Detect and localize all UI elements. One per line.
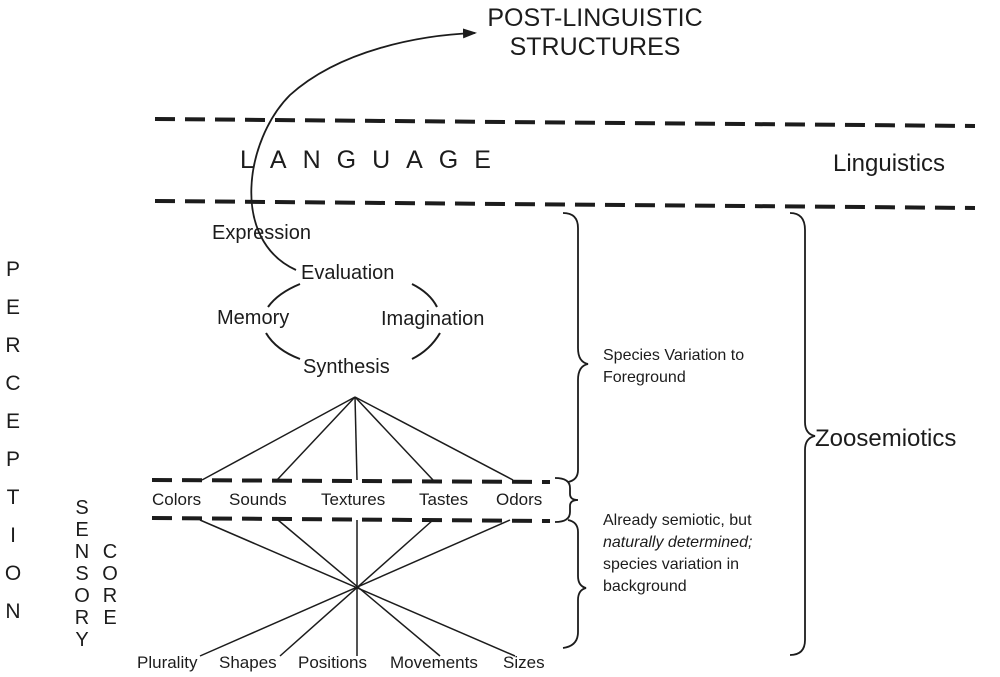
memory-label: Memory <box>217 307 290 329</box>
vertical-letter: C <box>5 372 21 395</box>
arc-memory-synthesis <box>265 332 301 360</box>
evaluation-label: Evaluation <box>301 262 395 284</box>
sense-sounds: Sounds <box>229 490 287 509</box>
language-label: LANGUAGE <box>240 146 507 174</box>
vertical-letter: E <box>75 519 89 541</box>
vertical-letter: O <box>102 563 118 585</box>
arc-imagination-synthesis <box>411 332 441 360</box>
fan-synthesis-tastes <box>354 396 434 481</box>
arc-evaluation-imagination <box>411 283 438 308</box>
vertical-letter: E <box>5 296 20 319</box>
vertical-letter: S <box>75 497 89 519</box>
cross-sounds-movements <box>277 519 441 657</box>
vertical-letter: P <box>5 448 20 471</box>
property-shapes: Shapes <box>219 653 277 672</box>
fan-synthesis-textures <box>354 396 358 481</box>
brace-senses <box>554 477 579 523</box>
synthesis-label: Synthesis <box>303 356 390 378</box>
vertical-letter: E <box>5 410 20 433</box>
upper-sensory-boundary <box>151 478 551 484</box>
title-line-2: STRUCTURES <box>509 33 681 61</box>
vertical-letter: O <box>4 562 22 585</box>
vertical-letter: S <box>75 563 89 585</box>
fan-synthesis-sounds <box>276 396 356 481</box>
brace-species-background <box>562 519 587 649</box>
sense-tastes: Tastes <box>419 490 469 509</box>
linguistics-label: Linguistics <box>833 150 946 177</box>
vertical-letter: C <box>102 541 118 563</box>
lower-language-boundary <box>154 199 976 210</box>
vertical-letter: T <box>6 486 20 509</box>
already-semiotic-note: Already semiotic, but naturally determin… <box>603 510 753 598</box>
vertical-letter: N <box>5 600 21 623</box>
title-line-1: POST-LINGUISTIC <box>487 4 703 32</box>
sense-colors: Colors <box>152 490 202 509</box>
semiotic-note-emphasis: naturally determined; <box>603 534 753 551</box>
brace-species-foreground <box>562 212 589 483</box>
vertical-letter: R <box>5 334 21 357</box>
vertical-letter: P <box>5 258 20 281</box>
vertical-letter: I <box>10 524 16 547</box>
arc-evaluation-memory <box>267 283 301 308</box>
semiotic-note-start: Already semiotic, but <box>603 512 752 529</box>
species-variation-note: Species Variation to Foreground <box>603 347 745 386</box>
vertical-letter: E <box>103 607 117 629</box>
expression-label: Expression <box>212 222 311 244</box>
lower-sensory-boundary <box>151 516 551 523</box>
sense-textures: Textures <box>321 490 386 509</box>
vertical-letter: R <box>74 607 90 629</box>
semiotic-note-end: species variation in background <box>603 556 740 595</box>
property-sizes: Sizes <box>503 653 545 672</box>
property-positions: Positions <box>298 653 367 672</box>
property-movements: Movements <box>390 653 478 672</box>
property-plurality: Plurality <box>137 653 198 672</box>
upper-language-boundary <box>154 117 976 128</box>
vertical-letter: O <box>74 585 90 607</box>
arrow-to-post-linguistic <box>250 28 477 271</box>
fan-synthesis-odors <box>354 396 514 481</box>
zoosemiotics-label: Zoosemiotics <box>815 425 957 452</box>
post-linguistic-title: POST-LINGUISTIC STRUCTURES <box>445 6 745 60</box>
imagination-label: Imagination <box>381 308 485 330</box>
vertical-letter: R <box>102 585 118 607</box>
brace-zoosemiotics <box>789 212 816 656</box>
fan-synthesis-colors <box>201 396 356 481</box>
vertical-letter: N <box>74 541 90 563</box>
vertical-letter: Y <box>75 629 89 651</box>
sense-odors: Odors <box>496 490 543 509</box>
cross-odors-plurality <box>199 519 511 657</box>
